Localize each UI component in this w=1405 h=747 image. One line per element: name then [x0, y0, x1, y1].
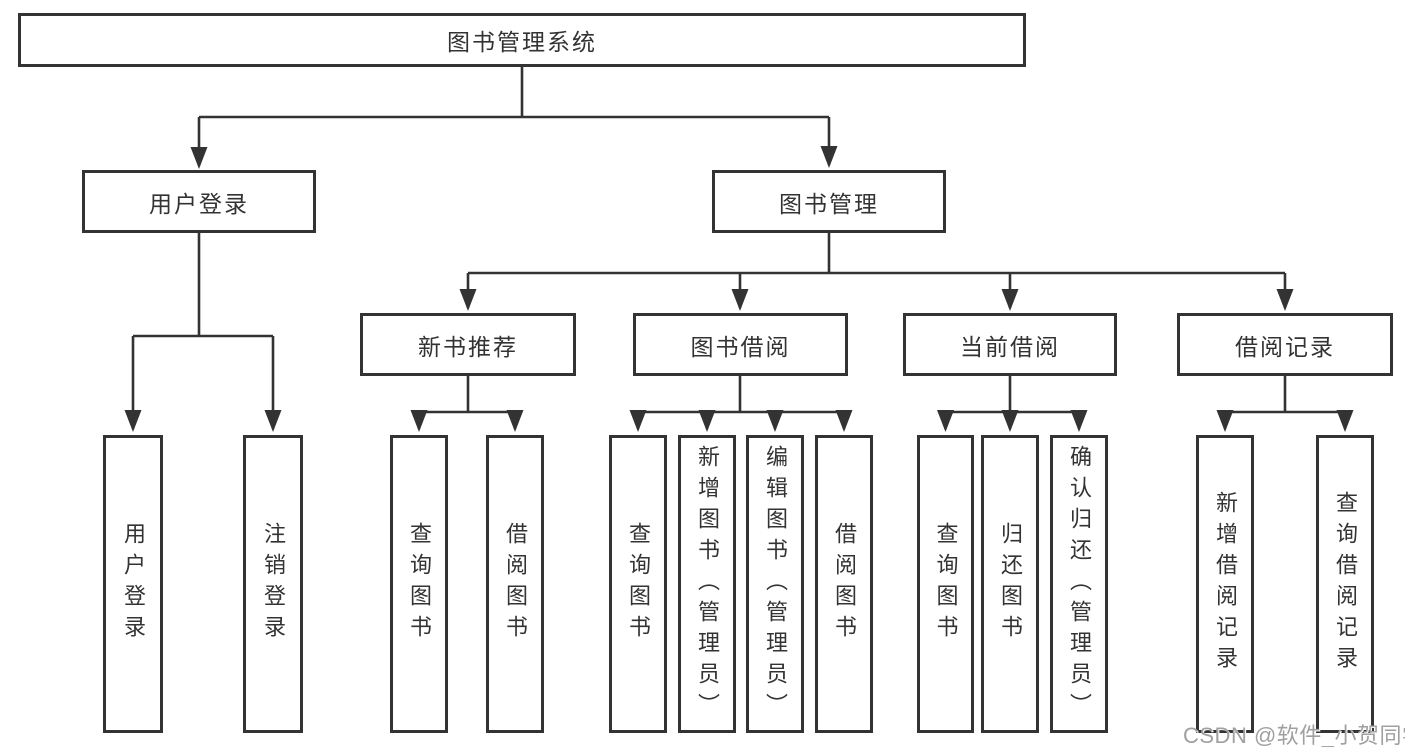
- leaf-records-add-record-label: 新增借阅记录: [1213, 491, 1238, 677]
- leaf-borrowing-edit-books-admin: 编辑图书（管理员）: [746, 435, 804, 733]
- leaf-records-query-record: 查询借阅记录: [1316, 435, 1374, 733]
- node-book-management: 图书管理: [712, 170, 946, 233]
- csdn-watermark: CSDN @软件_小贺同学: [1183, 723, 1405, 747]
- tree-edges: [124, 67, 1354, 432]
- node-current-borrowing: 当前借阅: [903, 313, 1117, 376]
- leaf-current-query-books: 查询图书: [917, 435, 974, 733]
- node-book-borrowing-label: 图书借阅: [690, 333, 791, 360]
- leaf-current-confirm-return-admin: 确认归还（管理员）: [1050, 435, 1108, 733]
- leaf-borrowing-borrow-books: 借阅图书: [815, 435, 873, 733]
- leaf-records-query-record-label: 查询借阅记录: [1333, 491, 1358, 677]
- leaf-user-login: 用户登录: [103, 435, 163, 733]
- leaf-borrowing-query-books: 查询图书: [609, 435, 667, 733]
- node-current-borrowing-label: 当前借阅: [960, 333, 1060, 360]
- leaf-records-add-record: 新增借阅记录: [1196, 435, 1254, 733]
- leaf-logout-label: 注销登录: [261, 522, 286, 646]
- leaf-borrowing-edit-books-admin-label: 编辑图书（管理员）: [763, 444, 788, 724]
- node-root-label: 图书管理系统: [447, 29, 597, 55]
- node-root: 图书管理系统: [18, 13, 1026, 67]
- leaf-borrowing-add-books-admin-label: 新增图书（管理员）: [695, 444, 720, 724]
- leaf-newrec-borrow-books: 借阅图书: [486, 435, 544, 733]
- leaf-user-login-label: 用户登录: [121, 522, 146, 646]
- leaf-newrec-borrow-books-label: 借阅图书: [503, 522, 528, 646]
- node-new-book-recommend-label: 新书推荐: [418, 333, 518, 360]
- leaf-current-query-books-label: 查询图书: [933, 522, 959, 646]
- node-user-login: 用户登录: [82, 170, 316, 233]
- node-book-borrowing: 图书借阅: [633, 313, 848, 376]
- leaf-current-return-books: 归还图书: [981, 435, 1039, 733]
- node-borrowing-records: 借阅记录: [1177, 313, 1393, 376]
- leaf-logout: 注销登录: [243, 435, 303, 733]
- leaf-borrowing-add-books-admin: 新增图书（管理员）: [678, 435, 736, 733]
- leaf-current-confirm-return-admin-label: 确认归还（管理员）: [1067, 444, 1092, 724]
- leaf-newrec-query-books-label: 查询图书: [407, 522, 432, 646]
- leaf-current-return-books-label: 归还图书: [998, 522, 1023, 646]
- node-borrowing-records-label: 借阅记录: [1235, 333, 1335, 360]
- node-user-login-label: 用户登录: [149, 190, 249, 217]
- leaf-borrowing-query-books-label: 查询图书: [626, 522, 651, 646]
- leaf-newrec-query-books: 查询图书: [390, 435, 448, 733]
- node-book-management-label: 图书管理: [779, 190, 879, 217]
- node-new-book-recommend: 新书推荐: [360, 313, 576, 376]
- leaf-borrowing-borrow-books-label: 借阅图书: [832, 522, 857, 646]
